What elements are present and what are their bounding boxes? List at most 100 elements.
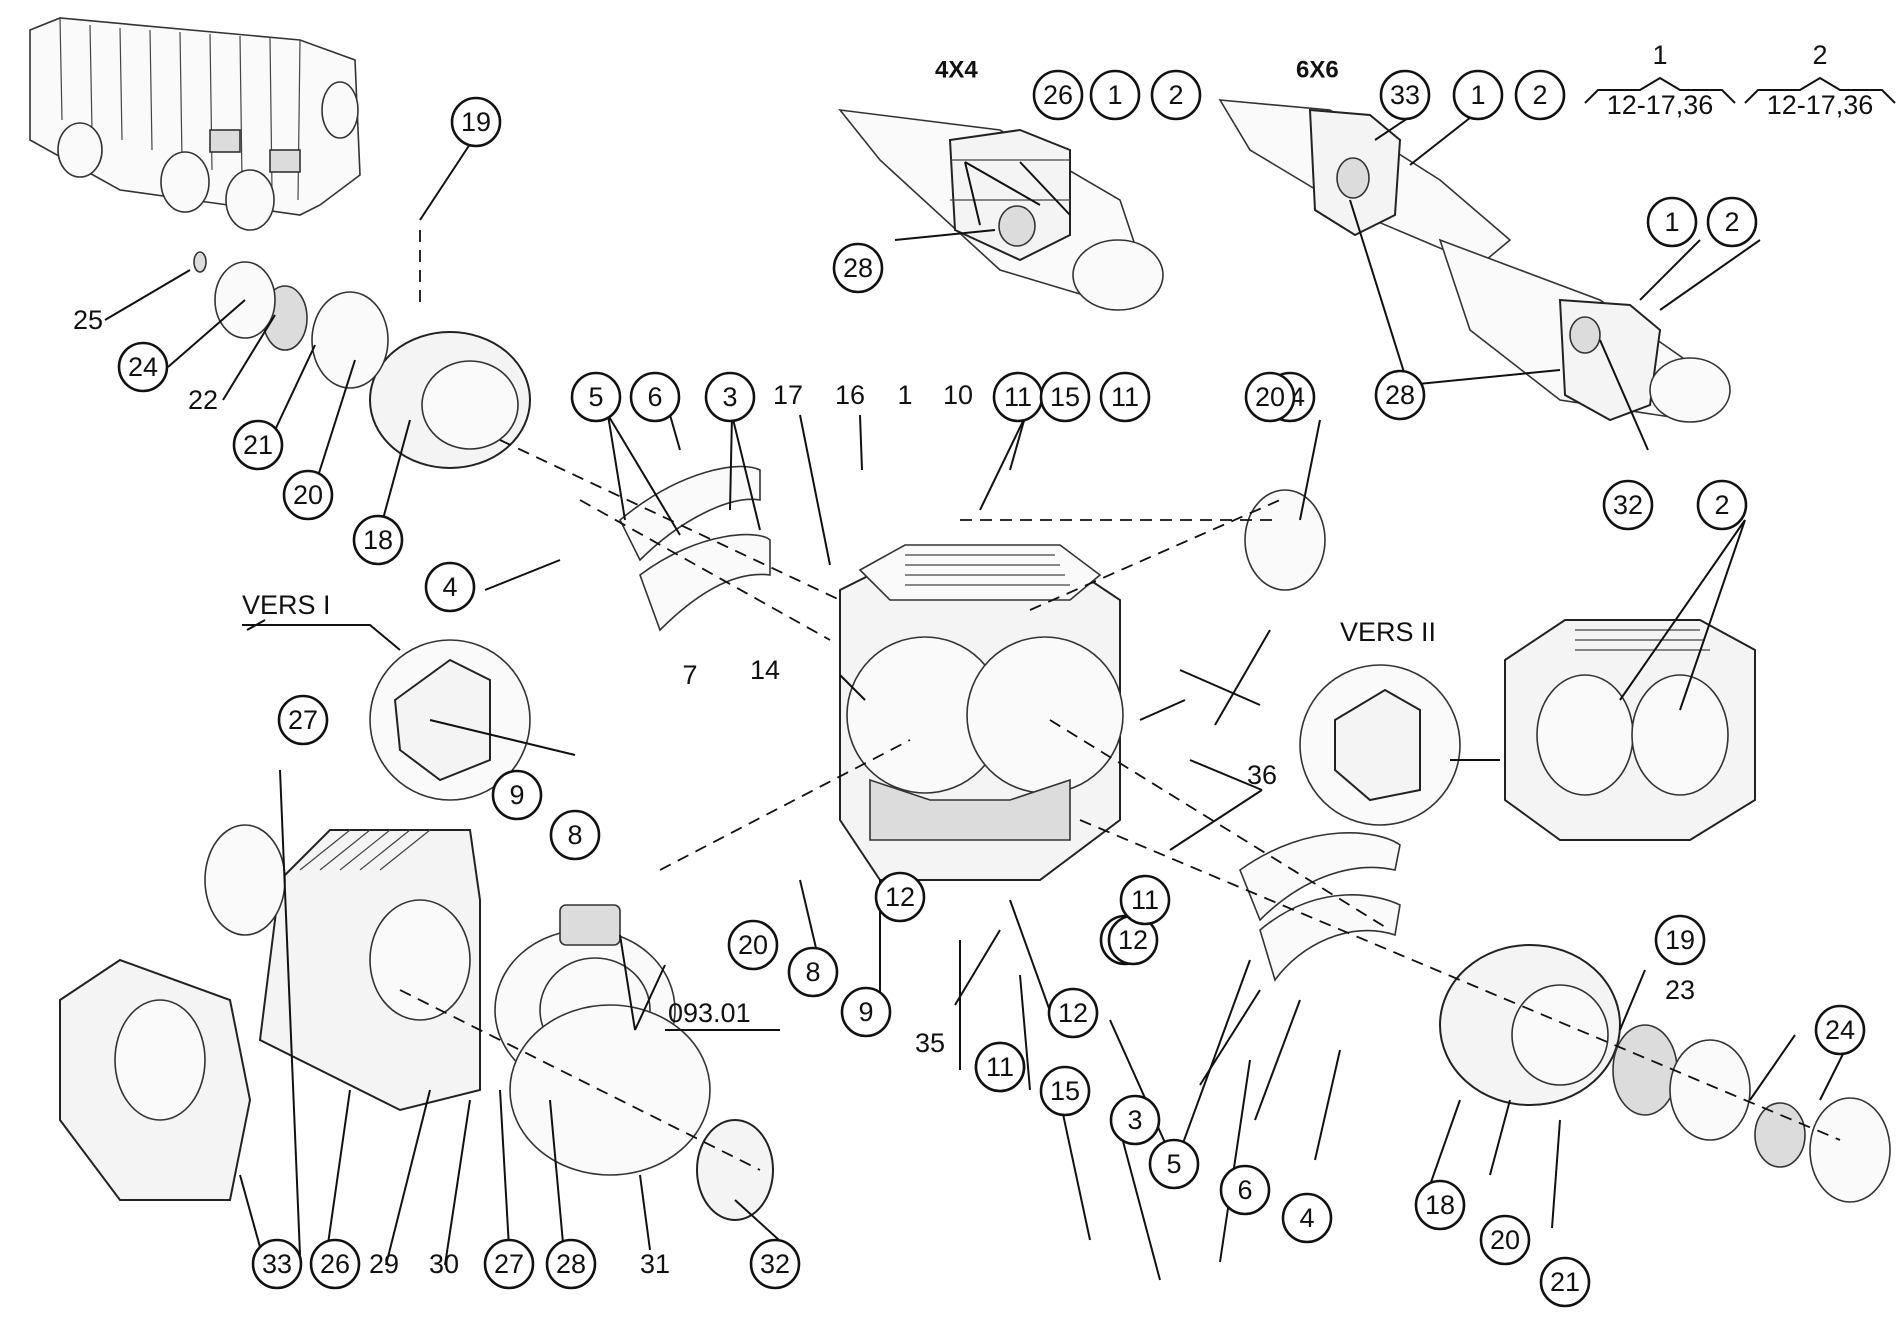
legend-2-number: 2 [1812,40,1827,70]
callout-circle [1814,1004,1866,1056]
callout-number: 32 [1613,490,1643,520]
callout-circle [1099,371,1151,423]
callout-number: 29 [369,1249,399,1279]
callout-circle [874,871,926,923]
callout-circle [832,242,884,294]
assembly-axis-lines [399,230,1841,1171]
callout-number: 4 [442,572,457,602]
callout-circle [1119,874,1171,926]
callout-8: 8 [549,809,601,861]
callout-circle [1219,1164,1271,1216]
callout-31: 31 [640,1249,670,1279]
callout-circle [1654,914,1706,966]
callout-number: 20 [1490,1225,1520,1255]
callout-2: 2 [1696,479,1748,531]
callout-number: 28 [556,1249,586,1279]
callout-number: 26 [1043,80,1073,110]
callout-circle [117,341,169,393]
callout-number: 5 [588,382,603,412]
callout-circle [1706,196,1758,248]
callout-number: 33 [262,1249,292,1279]
callout-number: 35 [915,1028,945,1058]
callout-circle [974,1041,1026,1093]
callout-number: 20 [738,930,768,960]
legend-2-range: 12-17,36 [1767,90,1874,120]
callout-circle [1150,69,1202,121]
callout-number: 17 [773,380,803,410]
callout-circle [251,1238,303,1290]
callout-12: 12 [874,871,926,923]
applicability-braces [1584,76,1896,104]
callout-number: 23 [1665,975,1695,1005]
callout-number: 1 [897,380,912,410]
callout-circle [282,469,334,521]
callout-1: 1 [1646,196,1698,248]
callout-22: 22 [188,385,218,415]
callout-16: 16 [835,380,865,410]
callout-circle [491,769,543,821]
callout-circle [1374,369,1426,421]
legend-1-range: 12-17,36 [1607,90,1714,120]
callout-30: 30 [429,1249,459,1279]
callout-number: 3 [722,382,737,412]
callout-number: 11 [1111,382,1139,412]
callout-number: 9 [509,780,524,810]
callout-21: 21 [1539,1256,1591,1308]
callout-35: 35 [915,1028,945,1058]
callout-7: 7 [682,660,697,690]
vers-label-underlines [242,624,401,651]
callout-number: 11 [1131,885,1159,915]
callout-24: 24 [1814,1004,1866,1056]
callout-number: 19 [1665,925,1695,955]
callout-28: 28 [832,242,884,294]
callout-number: 27 [494,1249,524,1279]
callout-18: 18 [1414,1179,1466,1231]
callout-circle [704,371,756,423]
callout-number: 12 [1118,925,1148,955]
callout-1: 1 [1452,69,1504,121]
callout-circle [1602,479,1654,531]
callout-number: 4 [1299,1203,1314,1233]
callout-27: 27 [277,694,329,746]
callout-circle [352,514,404,566]
callout-number: 20 [1255,382,1285,412]
callout-number: 6 [1237,1175,1252,1205]
callout-number: 31 [640,1249,670,1279]
callout-number: 14 [750,655,780,685]
callout-circle [1452,69,1504,121]
variant-4x4-label: 4X4 [935,57,978,84]
axle-6x6-illustration [1218,99,1731,423]
callout-number: 25 [73,305,103,335]
callout-number: 12 [885,882,915,912]
callout-circle [1646,196,1698,248]
callout-number: 3 [1127,1105,1142,1135]
axle-4x4-illustration [838,108,1164,311]
callout-number: 11 [986,1052,1014,1082]
callout-circle [570,371,622,423]
callout-number: 1 [1107,80,1122,110]
callout-20: 20 [727,919,779,971]
callout-circle [549,809,601,861]
callout-2: 2 [1514,69,1566,121]
callout-circle [1281,1192,1333,1244]
bearing-shells-upper-illustration [619,465,771,632]
callout-25: 25 [73,305,103,335]
callout-number: 8 [567,820,582,850]
vers-2-label: VERS II [1340,617,1436,647]
callout-6: 6 [1219,1164,1271,1216]
callout-circle [450,96,502,148]
callout-number: 20 [293,480,323,510]
callout-number: 2 [1714,490,1729,520]
callout-circle [1109,1094,1161,1146]
callout-1: 1 [897,380,912,410]
callout-bubbles: 1925242221201856317161101115113420414798… [73,69,1866,1308]
callout-circle [309,1238,361,1290]
callout-number: 2 [1532,80,1547,110]
callout-32: 32 [749,1238,801,1290]
callout-number: 22 [188,385,218,415]
callout-36: 36 [1247,760,1277,790]
callout-11: 11 [1119,874,1171,926]
callout-number: 6 [647,382,662,412]
callout-28: 28 [1374,369,1426,421]
callout-24: 24 [117,341,169,393]
